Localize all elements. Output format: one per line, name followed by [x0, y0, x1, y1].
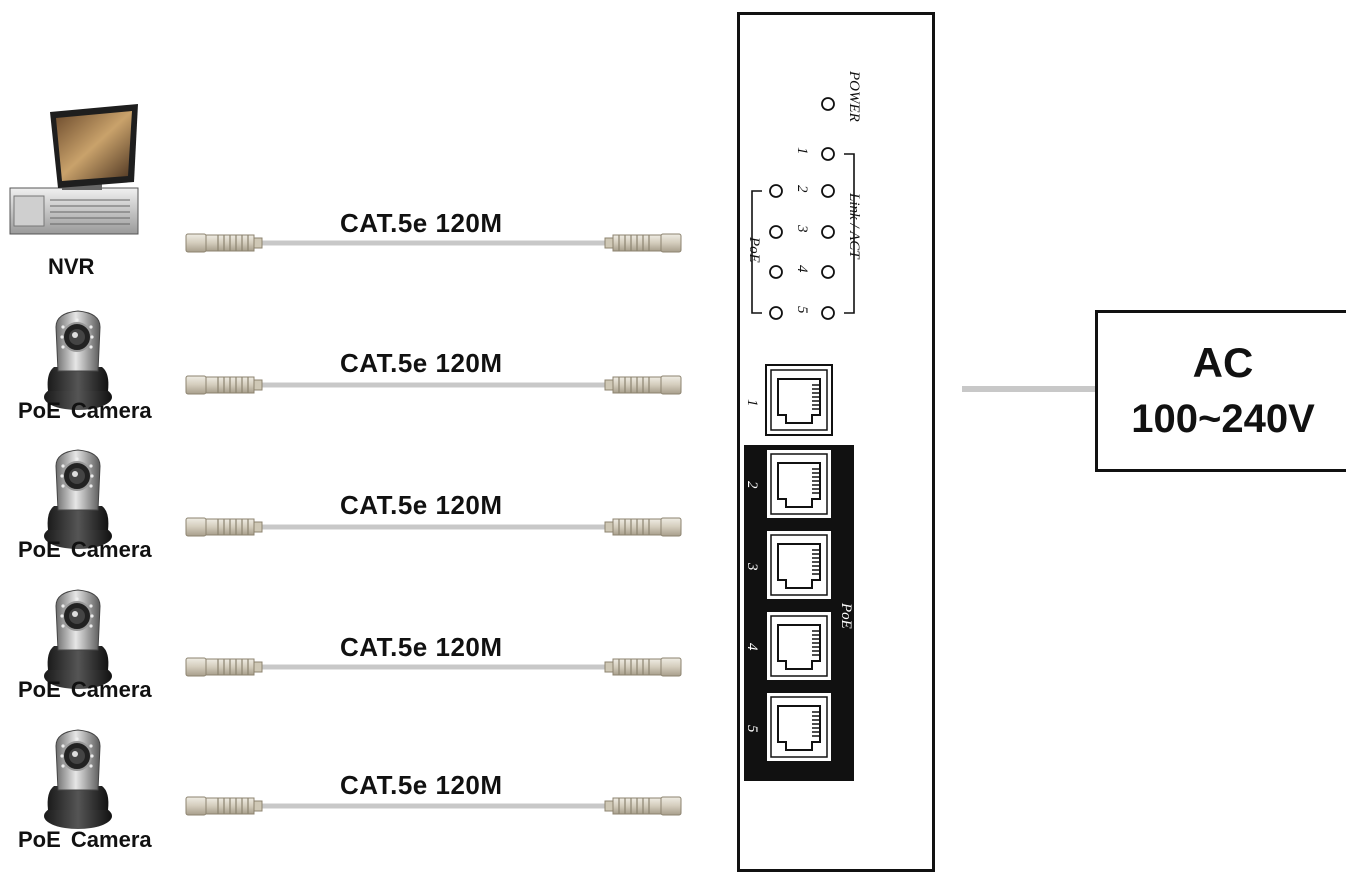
cable-label-4: CAT.5e 120M	[340, 632, 503, 662]
link-led-3	[821, 225, 835, 239]
device-label-camera-2: PoE Camera	[18, 537, 152, 562]
port-5[interactable]	[765, 691, 833, 763]
switch-panel	[744, 97, 855, 781]
poe-switch: POWER Link / ACT PoE 1 2 3 4 5 1 2 3 4 5…	[737, 12, 935, 872]
port-number-2: 2	[744, 481, 760, 489]
poe-camera-icon	[43, 589, 113, 690]
voltage-label: 100~240V	[1131, 397, 1315, 441]
poe-led-4	[769, 265, 783, 279]
cable-4	[185, 657, 681, 677]
cable-1	[185, 233, 681, 253]
cable-label-2: CAT.5e 120M	[340, 348, 503, 378]
device-label-camera-3: PoE Camera	[18, 677, 152, 702]
cable-2	[185, 375, 681, 395]
cable-label-5: CAT.5e 120M	[340, 770, 503, 800]
led-number-2: 2	[794, 185, 810, 193]
device-label-camera-1: PoE Camera	[18, 398, 152, 423]
device-label-nvr: NVR	[48, 254, 95, 279]
led-number-3: 3	[794, 225, 810, 233]
led-number-4: 4	[794, 265, 810, 273]
poe-led-2	[769, 184, 783, 198]
cable-3	[185, 517, 681, 537]
ac-label: AC	[1192, 339, 1254, 386]
poe-camera-icon	[43, 449, 113, 550]
port-number-3: 3	[744, 563, 760, 571]
port-4[interactable]	[765, 610, 833, 682]
poe-camera-icon	[43, 729, 113, 830]
led-number-5: 5	[794, 306, 810, 314]
cable-5	[185, 796, 681, 816]
cable-label-3: CAT.5e 120M	[340, 490, 503, 520]
power-label: POWER	[846, 71, 862, 122]
device-label-camera-4: PoE Camera	[18, 827, 152, 852]
power-led	[821, 97, 835, 111]
link-act-label: Link / ACT	[846, 193, 862, 259]
poe-led-label: PoE	[746, 237, 762, 263]
cable-label-1: CAT.5e 120M	[340, 208, 503, 238]
nvr-icon	[9, 104, 139, 235]
poe-led-5	[769, 306, 783, 320]
link-led-1	[821, 147, 835, 161]
port-1[interactable]	[765, 364, 833, 436]
port-2[interactable]	[765, 448, 833, 520]
link-led-4	[821, 265, 835, 279]
led-number-1: 1	[794, 147, 810, 155]
port-3[interactable]	[765, 529, 833, 601]
network-diagram	[9, 104, 1096, 830]
poe-port-label: PoE	[838, 603, 854, 629]
link-led-5	[821, 306, 835, 320]
link-led-2	[821, 184, 835, 198]
poe-led-3	[769, 225, 783, 239]
port-number-5: 5	[744, 725, 760, 733]
port-number-4: 4	[744, 643, 760, 651]
port-number-1: 1	[744, 399, 760, 407]
poe-camera-icon	[43, 310, 113, 411]
ac-power-box: AC 100~240V	[1095, 310, 1346, 472]
